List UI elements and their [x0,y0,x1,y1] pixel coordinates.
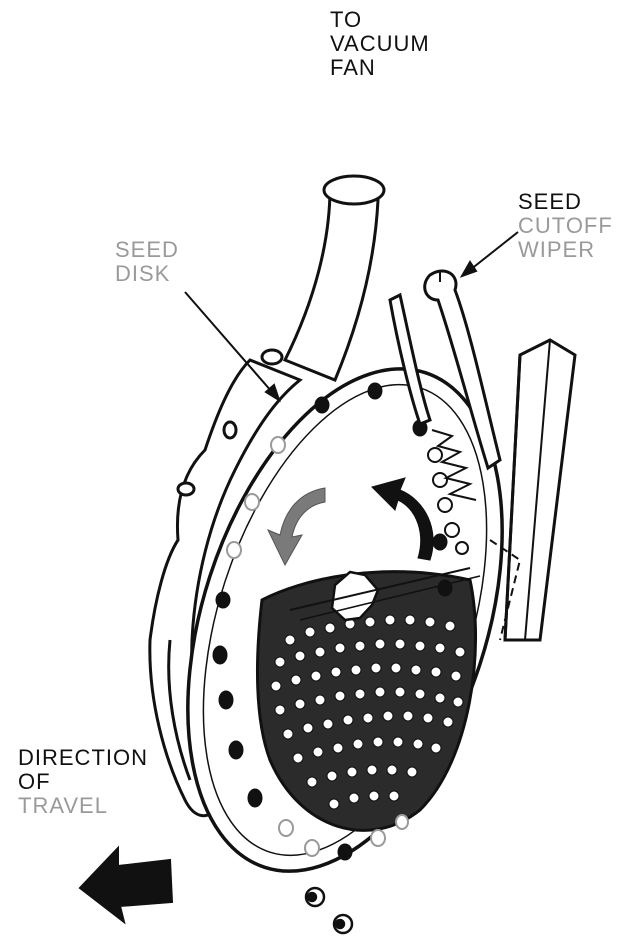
vacuum-label-line-2: VACUUM [330,32,430,56]
seed-chute [490,340,575,640]
direction-arrow [80,848,172,922]
wiper-label-line-2: CUTOFF [518,214,613,238]
wiper-label-line-3: WIPER [518,238,613,262]
direction-label-line-2: OF [18,770,148,794]
wiper-label-line-1: SEED [518,190,613,214]
direction-label-line-1: DIRECTION [18,746,148,770]
seed-disk-label: SEED DISK [115,238,179,286]
direction-label-line-3: TRAVEL [18,794,148,818]
vacuum-fan-label: TO VACUUM FAN [330,8,430,80]
disk-label-line-1: SEED [115,238,179,262]
falling-seeds [306,888,352,933]
disk-label-line-2: DISK [115,262,179,286]
vacuum-label-line-1: TO [330,8,430,32]
seed-cutoff-wiper-label: SEED CUTOFF WIPER [518,190,613,262]
vacuum-label-line-3: FAN [330,56,430,80]
vacuum-tube [285,176,384,380]
direction-of-travel-label: DIRECTION OF TRAVEL [18,746,148,818]
